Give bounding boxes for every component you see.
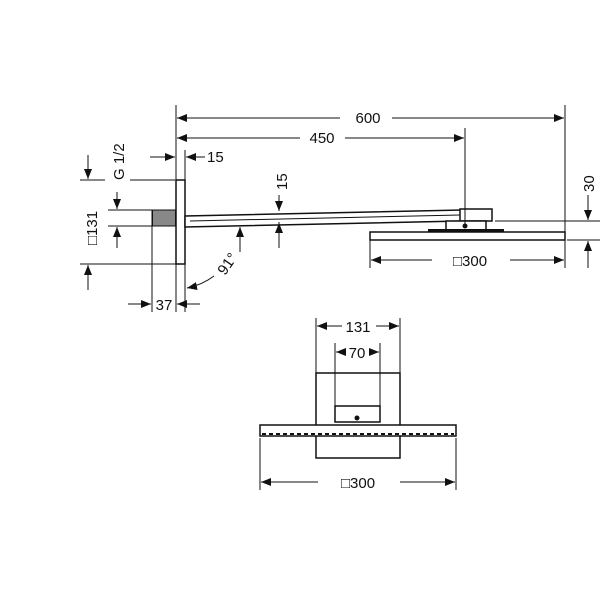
- flange-square: [315, 372, 401, 459]
- bottom-extension-lines: [259, 318, 457, 490]
- side-view: 600 450 15 G 1/2 □131 37 15 91° 30: [80, 105, 600, 314]
- dim-head-square-300-bottom: □300: [341, 475, 375, 492]
- wall-flange: [175, 179, 186, 265]
- connector-base: [428, 229, 504, 233]
- dim-30: 30: [581, 175, 598, 192]
- thread-nipple: [151, 209, 177, 227]
- dim-head-square-300-side: □300: [453, 253, 487, 270]
- bottom-view: 131 70 □300: [259, 318, 457, 492]
- dim-thread-g12: G 1/2: [111, 143, 128, 180]
- dim-15-arm: 15: [274, 173, 291, 190]
- extension-lines: [80, 105, 600, 312]
- dim-131-bottom: 131: [345, 319, 370, 336]
- dim-600: 600: [355, 110, 380, 127]
- shower-head-front: [259, 424, 457, 437]
- shower-head-side: [369, 231, 566, 241]
- dim-angle-91: 91°: [214, 250, 241, 278]
- dim-flange-square-131: □131: [84, 211, 101, 245]
- dim-70: 70: [349, 345, 366, 362]
- dim-15-flange: 15: [207, 149, 224, 166]
- dim-450: 450: [309, 130, 334, 147]
- connector-top: [334, 405, 381, 423]
- dim-37: 37: [156, 297, 173, 314]
